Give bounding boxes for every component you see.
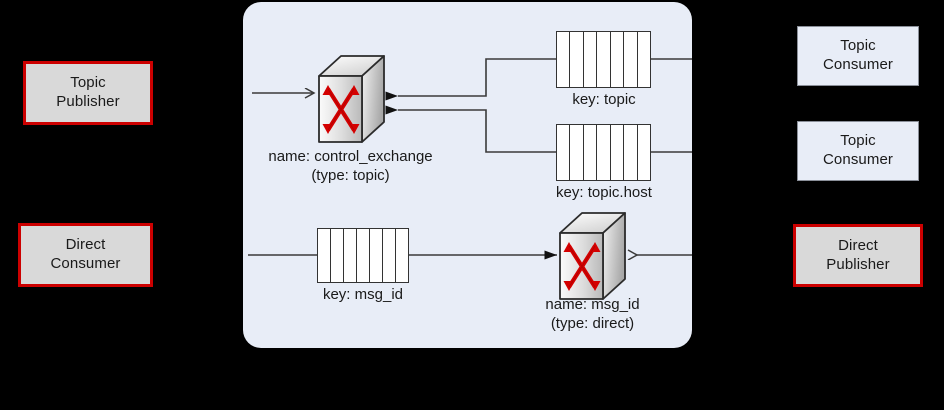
node-direct-publisher-line1: Direct [838, 236, 878, 254]
exchange-type-msg-id: (type: direct) [550, 314, 635, 332]
node-direct-publisher[interactable]: Direct Publisher [793, 224, 923, 287]
exchange-icon-msg-id [559, 212, 626, 300]
node-topic-consumer-2[interactable]: Topic Consumer [797, 121, 919, 181]
node-direct-consumer-line2: Consumer [50, 255, 121, 272]
node-topic-publisher[interactable]: Topic Publisher [23, 61, 153, 125]
queue-cell [396, 229, 408, 282]
queue-cell [611, 32, 625, 87]
node-topic-consumer-1-line2: Consumer [823, 56, 893, 73]
queue-msg-id [317, 228, 409, 283]
queue-topic-host [556, 124, 651, 181]
node-direct-publisher-line2: Publisher [826, 255, 890, 273]
node-topic-consumer-1-text: Topic Consumer [823, 37, 893, 75]
node-topic-consumer-2-text: Topic Consumer [823, 132, 893, 170]
queue-label-topic: key: topic [572, 91, 636, 108]
exchange-name-control-exchange: name: control_exchange [268, 148, 433, 165]
queue-cell [638, 125, 650, 180]
queue-cell [611, 125, 625, 180]
node-topic-consumer-2-line1: Topic [840, 132, 876, 150]
node-direct-consumer-text: Direct Consumer [51, 236, 121, 274]
queue-cell [584, 32, 598, 87]
queue-topic [556, 31, 651, 88]
queue-cell [370, 229, 383, 282]
node-topic-consumer-1[interactable]: Topic Consumer [797, 26, 919, 86]
exchange-type-control-exchange: (type: topic) [311, 166, 390, 184]
exchange-name-msg-id: name: msg_id [545, 296, 640, 313]
queue-label-msg-id: key: msg_id [322, 286, 404, 303]
node-topic-consumer-2-line2: Consumer [823, 151, 893, 168]
exchange-icon-control-exchange [318, 55, 385, 143]
queue-cell [383, 229, 396, 282]
queue-cell [557, 32, 571, 87]
node-topic-publisher-line2: Publisher [56, 93, 120, 110]
queue-cell [584, 125, 598, 180]
queue-label-topic-host: key: topic.host [556, 184, 652, 201]
node-direct-publisher-text: Direct Publisher [826, 237, 889, 275]
queue-cell [318, 229, 331, 282]
queue-cell [597, 32, 611, 87]
node-direct-consumer[interactable]: Direct Consumer [18, 223, 153, 287]
exchange-label-msg-id: name: msg_id (type: direct) [490, 296, 695, 334]
queue-cell [570, 125, 584, 180]
node-topic-publisher-text: Topic Publisher [56, 74, 119, 112]
queue-cell [624, 32, 638, 87]
queue-cell [570, 32, 584, 87]
node-topic-consumer-1-line1: Topic [840, 37, 876, 55]
queue-cell [357, 229, 370, 282]
queue-cell [331, 229, 344, 282]
queue-cell [638, 32, 650, 87]
queue-cell [597, 125, 611, 180]
queue-cell [557, 125, 571, 180]
queue-cell [624, 125, 638, 180]
exchange-label-control-exchange: name: control_exchange (type: topic) [243, 148, 458, 186]
node-topic-publisher-line1: Topic [70, 74, 106, 92]
queue-cell [344, 229, 357, 282]
node-direct-consumer-line1: Direct [65, 236, 106, 254]
